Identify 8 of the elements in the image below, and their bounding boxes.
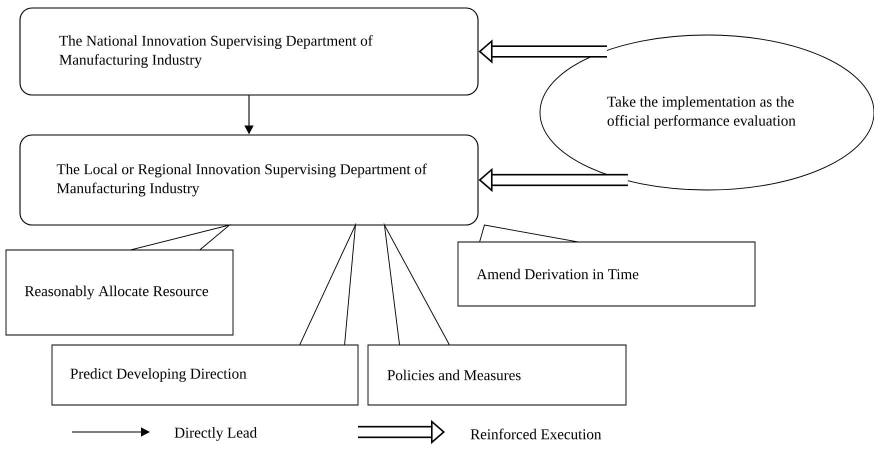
legend-text: Directly Lead	[174, 427, 257, 441]
callout-box: Reasonably Allocate Resource	[6, 250, 234, 336]
department-box: The Local or Regional Innovation Supervising Department of Manufacturing Industry	[19, 134, 479, 226]
department-box: The National Innovation Supervising Department of Manufacturing Industry	[19, 7, 479, 96]
legend-text: Reinforced Execution	[470, 428, 602, 440]
callout-box: Amend Derivation in Time	[458, 242, 756, 306]
callout-box: Policies and Measures	[368, 344, 626, 406]
callout-box: Predict Developing Direction	[52, 344, 358, 406]
